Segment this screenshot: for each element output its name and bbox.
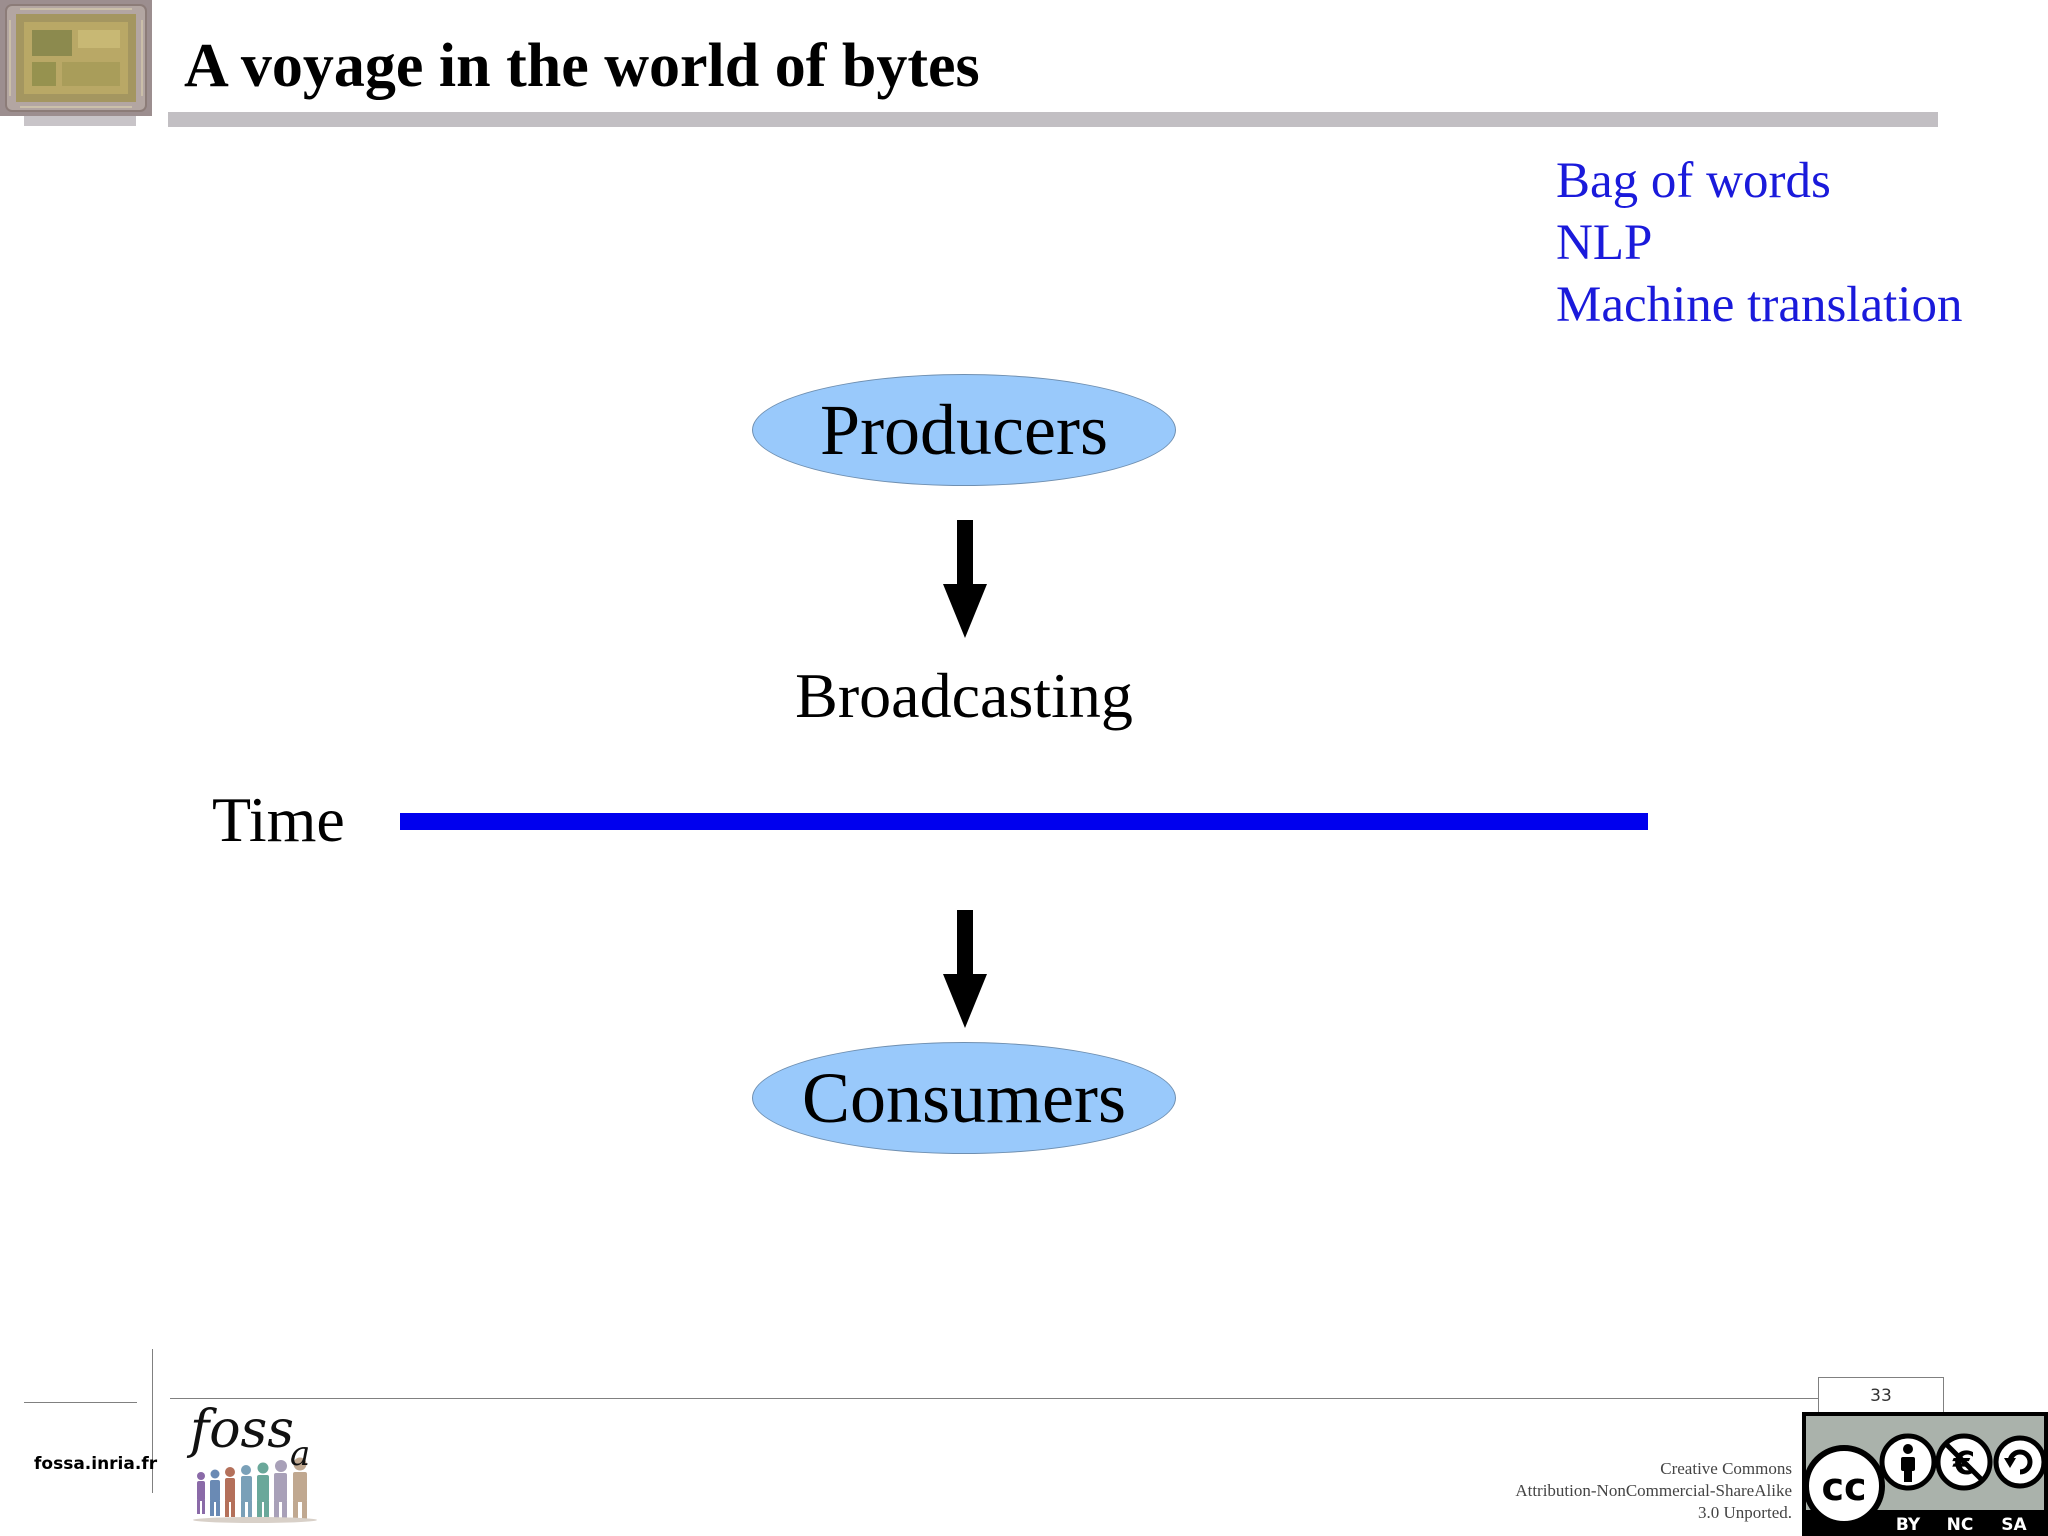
cc-label-nc: NC (1947, 1515, 1974, 1535)
footer-vertical-divider (152, 1349, 153, 1493)
fossa-wordmark-subscript: a (290, 1434, 311, 1474)
broadcasting-label: Broadcasting (795, 660, 1133, 731)
footer-rule (170, 1398, 1818, 1399)
slide-title: A voyage in the world of bytes (184, 32, 980, 100)
cc-license-badge[interactable]: cc € BY NC SA (1802, 1412, 2048, 1536)
site-link[interactable]: fossa.inria.fr (34, 1454, 158, 1474)
keyword-item: Bag of words (1556, 153, 1831, 209)
license-line: Creative Commons (1660, 1459, 1792, 1478)
producers-label: Producers (820, 390, 1108, 470)
footer-divider (24, 1402, 137, 1403)
arrow-down-icon (943, 520, 987, 638)
title-rule (168, 112, 1938, 127)
arrow-down-icon (943, 910, 987, 1028)
cc-label-sa: SA (2001, 1515, 2027, 1535)
by-icon (1879, 1433, 1937, 1491)
cc-label-by: BY (1896, 1515, 1921, 1535)
keyword-list: Bag of words NLP Machine translation (1556, 150, 1962, 336)
consumers-label: Consumers (802, 1058, 1126, 1138)
license-line: 3.0 Unported. (1698, 1503, 1792, 1522)
sa-icon (1993, 1435, 2047, 1489)
license-line: Attribution-NonCommercial-ShareAlike (1515, 1481, 1792, 1500)
license-text: Creative Commons Attribution-NonCommerci… (1380, 1458, 1792, 1524)
keyword-item: Machine translation (1556, 277, 1963, 333)
people-logo-icon (193, 1457, 317, 1523)
chip-icon (0, 0, 152, 116)
producers-node: Producers (752, 374, 1176, 486)
page-number: 33 (1818, 1377, 1944, 1415)
time-label: Time (212, 784, 345, 855)
fossa-wordmark: foss (190, 1400, 294, 1460)
header-accent-block (24, 116, 136, 126)
nc-icon: € (1935, 1433, 1993, 1491)
cc-icon: cc (1803, 1445, 1885, 1527)
timeline-bar (400, 813, 1648, 830)
keyword-item: NLP (1556, 215, 1653, 271)
consumers-node: Consumers (752, 1042, 1176, 1154)
svg-text:cc: cc (1821, 1465, 1866, 1509)
